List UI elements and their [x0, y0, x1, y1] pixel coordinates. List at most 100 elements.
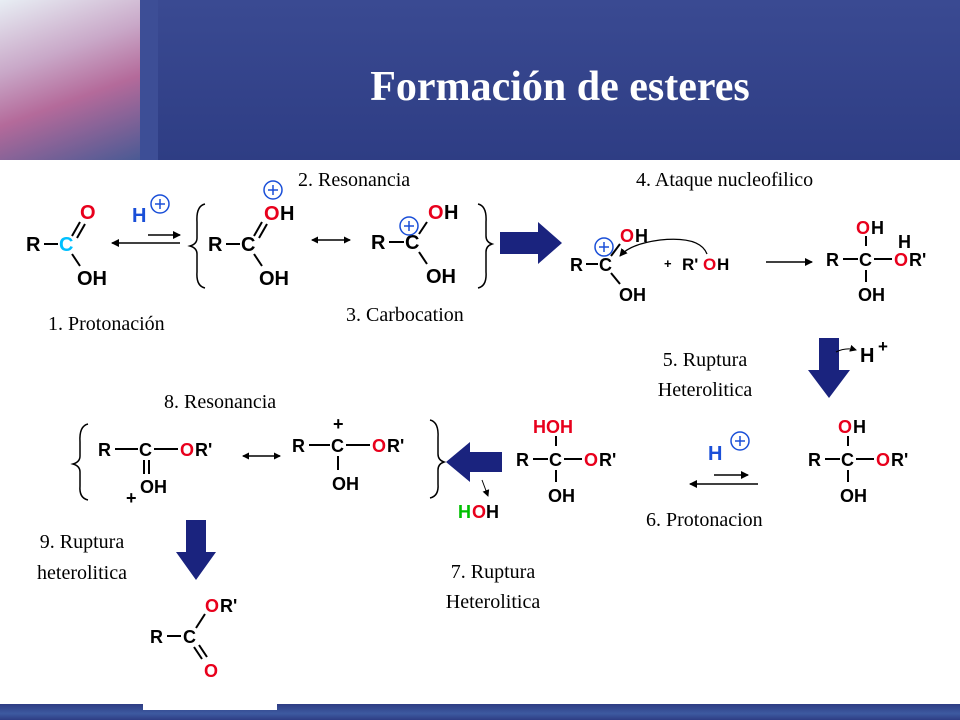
header-shade — [158, 0, 960, 160]
molecule-protonated-acid: R C O H OH — [208, 180, 294, 290]
bond — [610, 272, 621, 285]
plus-sign: + — [664, 256, 672, 271]
atom-c: C — [139, 440, 152, 460]
molecule-ester-product: R C O R' O — [150, 596, 237, 681]
atom-o: O — [876, 450, 890, 470]
atom-o: O — [204, 661, 218, 681]
block-arrow-left — [446, 442, 502, 482]
bracket-left — [187, 203, 206, 289]
atom-oh: OH — [140, 477, 167, 497]
bond — [253, 253, 263, 267]
alkyl-r-prime: R' — [599, 450, 616, 470]
atom-r: R — [208, 234, 223, 256]
bond — [418, 251, 428, 265]
label-step9-line2: heterolitica — [37, 562, 127, 584]
atom-oh: OH — [332, 474, 359, 494]
atom-oh: OH — [548, 486, 575, 506]
label-step8: 8. Resonancia — [164, 391, 277, 413]
bond — [195, 613, 206, 629]
atom-r: R — [826, 250, 839, 270]
atom-h: H — [717, 255, 729, 274]
positive-charge-icon — [594, 237, 614, 257]
atom-oh: OH — [259, 268, 289, 290]
atom-r: R — [292, 436, 305, 456]
atom-o: O — [584, 450, 598, 470]
atom-c: C — [241, 234, 255, 256]
label-step1: 1. Protonación — [48, 313, 165, 335]
atom-r: R — [371, 232, 386, 254]
atom-o: O — [205, 596, 219, 616]
atom-o: O — [264, 203, 280, 225]
atom-o: O — [180, 440, 194, 460]
alkyl-r-prime: R' — [891, 450, 908, 470]
atom-h: H — [486, 502, 499, 522]
atom-h: H — [853, 417, 866, 437]
atom-h: H — [280, 203, 294, 225]
atom-h: H — [444, 202, 458, 224]
leaving-proton-arrow — [835, 344, 857, 353]
atom-c: C — [405, 232, 419, 254]
atom-h: H — [458, 502, 471, 522]
atom-h: H — [860, 345, 874, 367]
atom-h: H — [132, 205, 146, 227]
bond — [193, 646, 203, 660]
atom-c: C — [59, 234, 73, 256]
atom-oh: OH — [840, 486, 867, 506]
atom-o: O — [372, 436, 386, 456]
plus-sign: + — [878, 337, 888, 356]
alkyl-r-prime: R' — [195, 440, 212, 460]
molecule-acid: R C O OH — [26, 202, 107, 290]
curved-attack-arrow — [619, 238, 708, 257]
leaving-water-arrow — [481, 479, 490, 497]
label-step5-line2: Heterolitica — [657, 379, 753, 401]
alkyl-r-prime: R' — [909, 250, 926, 270]
positive-charge-icon — [399, 216, 419, 236]
molecule-protonated-intermediate: R C HOH O R' OH — [516, 417, 616, 506]
atom-oh: OH — [858, 285, 885, 305]
label-step9-line1: 9. Ruptura — [39, 531, 125, 553]
atom-r: R — [516, 450, 529, 470]
atom-h: H — [871, 218, 884, 238]
atom-c: C — [841, 450, 854, 470]
label-step5-line1: 5. Ruptura — [662, 349, 748, 371]
slide-title: Formación de esteres — [370, 64, 750, 110]
alcohol-r-prime: R' — [682, 255, 698, 274]
atom-c: C — [549, 450, 562, 470]
molecule-attack-reactants: R C O H OH + R' O H — [570, 226, 729, 305]
atom-oh: OH — [426, 266, 456, 288]
atom-o: O — [472, 502, 486, 522]
bracket-right — [429, 419, 447, 499]
atom-c: C — [599, 255, 612, 275]
molecule-after-proton-loss: R C O H O R' OH — [808, 417, 908, 506]
atom-o: O — [856, 218, 870, 238]
bond — [76, 223, 86, 239]
alkyl-r-prime: R' — [387, 436, 404, 456]
atom-c: C — [331, 436, 344, 456]
header-stripe — [140, 0, 158, 160]
block-arrow-down — [808, 338, 850, 398]
bracket-right — [477, 203, 495, 289]
bond — [418, 221, 428, 235]
label-step7-line1: 7. Ruptura — [450, 561, 536, 583]
alkyl-r-prime: R' — [220, 596, 237, 616]
positive-charge: + — [126, 488, 137, 508]
flask-image — [0, 0, 140, 160]
bond — [610, 243, 621, 257]
bond — [253, 221, 263, 237]
image-box-product — [143, 588, 277, 710]
bracket-left — [70, 423, 89, 501]
positive-charge-icon — [150, 194, 170, 214]
block-arrow-right — [500, 222, 562, 264]
atom-o: O — [428, 202, 444, 224]
atom-h: H — [898, 232, 911, 252]
water-leaving-group: HOH — [533, 417, 573, 437]
atom-c: C — [183, 627, 196, 647]
atom-oh: OH — [619, 285, 646, 305]
bond — [71, 221, 81, 237]
label-step4: 4. Ataque nucleofilico — [636, 169, 814, 191]
atom-h: H — [708, 443, 722, 465]
label-step3: 3. Carbocation — [346, 304, 464, 326]
molecule-carbocation: R C O H OH — [371, 202, 458, 288]
label-step7-line2: Heterolitica — [445, 591, 541, 613]
